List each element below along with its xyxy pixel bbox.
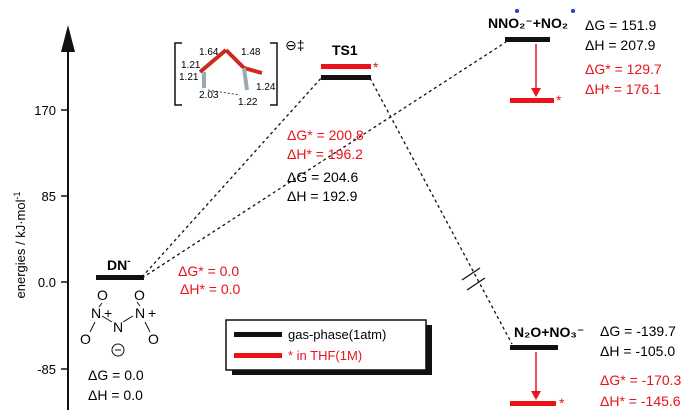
svg-text:O: O bbox=[148, 331, 159, 347]
ts1-thf-level bbox=[321, 64, 371, 69]
tick-label-85: 85 bbox=[42, 189, 56, 204]
nno2-thf-level bbox=[510, 98, 554, 103]
nno2-label: NNO₂⁻+NO₂ bbox=[488, 15, 568, 31]
dn-label-sup: - bbox=[127, 256, 130, 267]
n2o-gas-level bbox=[510, 345, 558, 350]
bond-len-2: 1.48 bbox=[241, 47, 261, 58]
nno2-dg: ΔG = 151.9 bbox=[585, 17, 656, 33]
bond-len-6: 2.03 bbox=[199, 90, 219, 101]
y-axis-arrow bbox=[61, 25, 75, 52]
axis-break-mark-1 bbox=[461, 267, 481, 281]
radical-dot-1 bbox=[515, 9, 519, 13]
svg-text:O: O bbox=[134, 287, 145, 303]
legend-thf-swatch bbox=[234, 353, 282, 358]
legend: gas-phase(1atm) * in THF(1M) bbox=[225, 319, 432, 375]
ts1-dh: ΔH = 192.9 bbox=[287, 188, 358, 204]
n2o-label: N₂O+NO₃⁻ bbox=[514, 324, 584, 340]
dn-dh-thf: ΔH* = 0.0 bbox=[180, 281, 241, 297]
nno2-dh-thf: ΔH* = 176.1 bbox=[585, 81, 661, 97]
ts1-gas-level bbox=[321, 75, 371, 80]
ts1-dagger: ⊖‡ bbox=[285, 37, 305, 53]
ts1-dg-thf: ΔG* = 200.8 bbox=[287, 127, 364, 143]
svg-text:+: + bbox=[104, 305, 112, 321]
nno2-gas-level bbox=[505, 37, 550, 42]
nno2-star: * bbox=[556, 92, 562, 108]
dn-gas-level bbox=[96, 275, 144, 280]
tick-label-0: 0.0 bbox=[38, 275, 56, 290]
radical-dot-2 bbox=[571, 9, 575, 13]
y-axis-label-sup: -1 bbox=[12, 192, 22, 200]
dn-dg: ΔG = 0.0 bbox=[88, 367, 144, 383]
dn-dg-thf: ΔG* = 0.0 bbox=[178, 263, 239, 279]
bond-len-1: 1.64 bbox=[199, 47, 219, 58]
svg-text:N: N bbox=[113, 319, 123, 335]
y-axis-label: energies / kJ·mol-1 bbox=[12, 192, 28, 299]
n2o-dh: ΔH = -105.0 bbox=[600, 343, 675, 359]
axis-break-mark-2 bbox=[466, 277, 486, 291]
n2o-arrow-head bbox=[531, 391, 541, 400]
n2o-dh-thf: ΔH* = -145.6 bbox=[600, 393, 681, 409]
ts1-dg: ΔG = 204.6 bbox=[287, 169, 358, 185]
nno2-dg-thf: ΔG* = 129.7 bbox=[585, 61, 662, 77]
dinitramide-structure: ON+ O N N+ O O bbox=[80, 287, 159, 357]
connector-ts1-n2o bbox=[369, 77, 513, 345]
ts1-dh-thf: ΔH* = 196.2 bbox=[287, 146, 363, 162]
n2o-dg: ΔG = -139.7 bbox=[600, 323, 676, 339]
legend-thf-label: * in THF(1M) bbox=[288, 348, 362, 363]
legend-gas-swatch bbox=[234, 332, 282, 337]
svg-text:+: + bbox=[148, 305, 156, 321]
n2o-thf-level bbox=[510, 401, 556, 406]
nno2-arrow-head bbox=[531, 88, 541, 97]
connector-dn-nno2 bbox=[141, 41, 507, 279]
bond-len-7: 1.22 bbox=[238, 97, 258, 108]
nno2-dh: ΔH = 207.9 bbox=[585, 37, 656, 53]
ts1-label: TS1 bbox=[332, 42, 358, 58]
dn-dh: ΔH = 0.0 bbox=[88, 387, 143, 403]
bond-len-4: 1.21 bbox=[179, 72, 199, 83]
tick-label-minus85: -85 bbox=[37, 362, 56, 377]
ts1-structure bbox=[174, 42, 278, 106]
legend-gas-label: gas-phase(1atm) bbox=[288, 327, 386, 342]
bond-len-3: 1.21 bbox=[181, 60, 201, 71]
svg-text:N: N bbox=[91, 305, 101, 321]
svg-text:O: O bbox=[80, 331, 91, 347]
bond-len-5: 1.24 bbox=[256, 82, 276, 93]
y-axis-label-text: energies / kJ·mol bbox=[13, 199, 28, 298]
dn-label-text: DN bbox=[107, 257, 127, 273]
svg-text:N: N bbox=[135, 305, 145, 321]
tick-label-170: 170 bbox=[34, 103, 56, 118]
svg-text:O: O bbox=[97, 287, 108, 303]
n2o-star: * bbox=[559, 395, 565, 411]
n2o-dg-thf: ΔG* = -170.3 bbox=[600, 372, 682, 388]
ts1-star: * bbox=[373, 59, 379, 75]
dn-label: DN- bbox=[107, 256, 131, 273]
